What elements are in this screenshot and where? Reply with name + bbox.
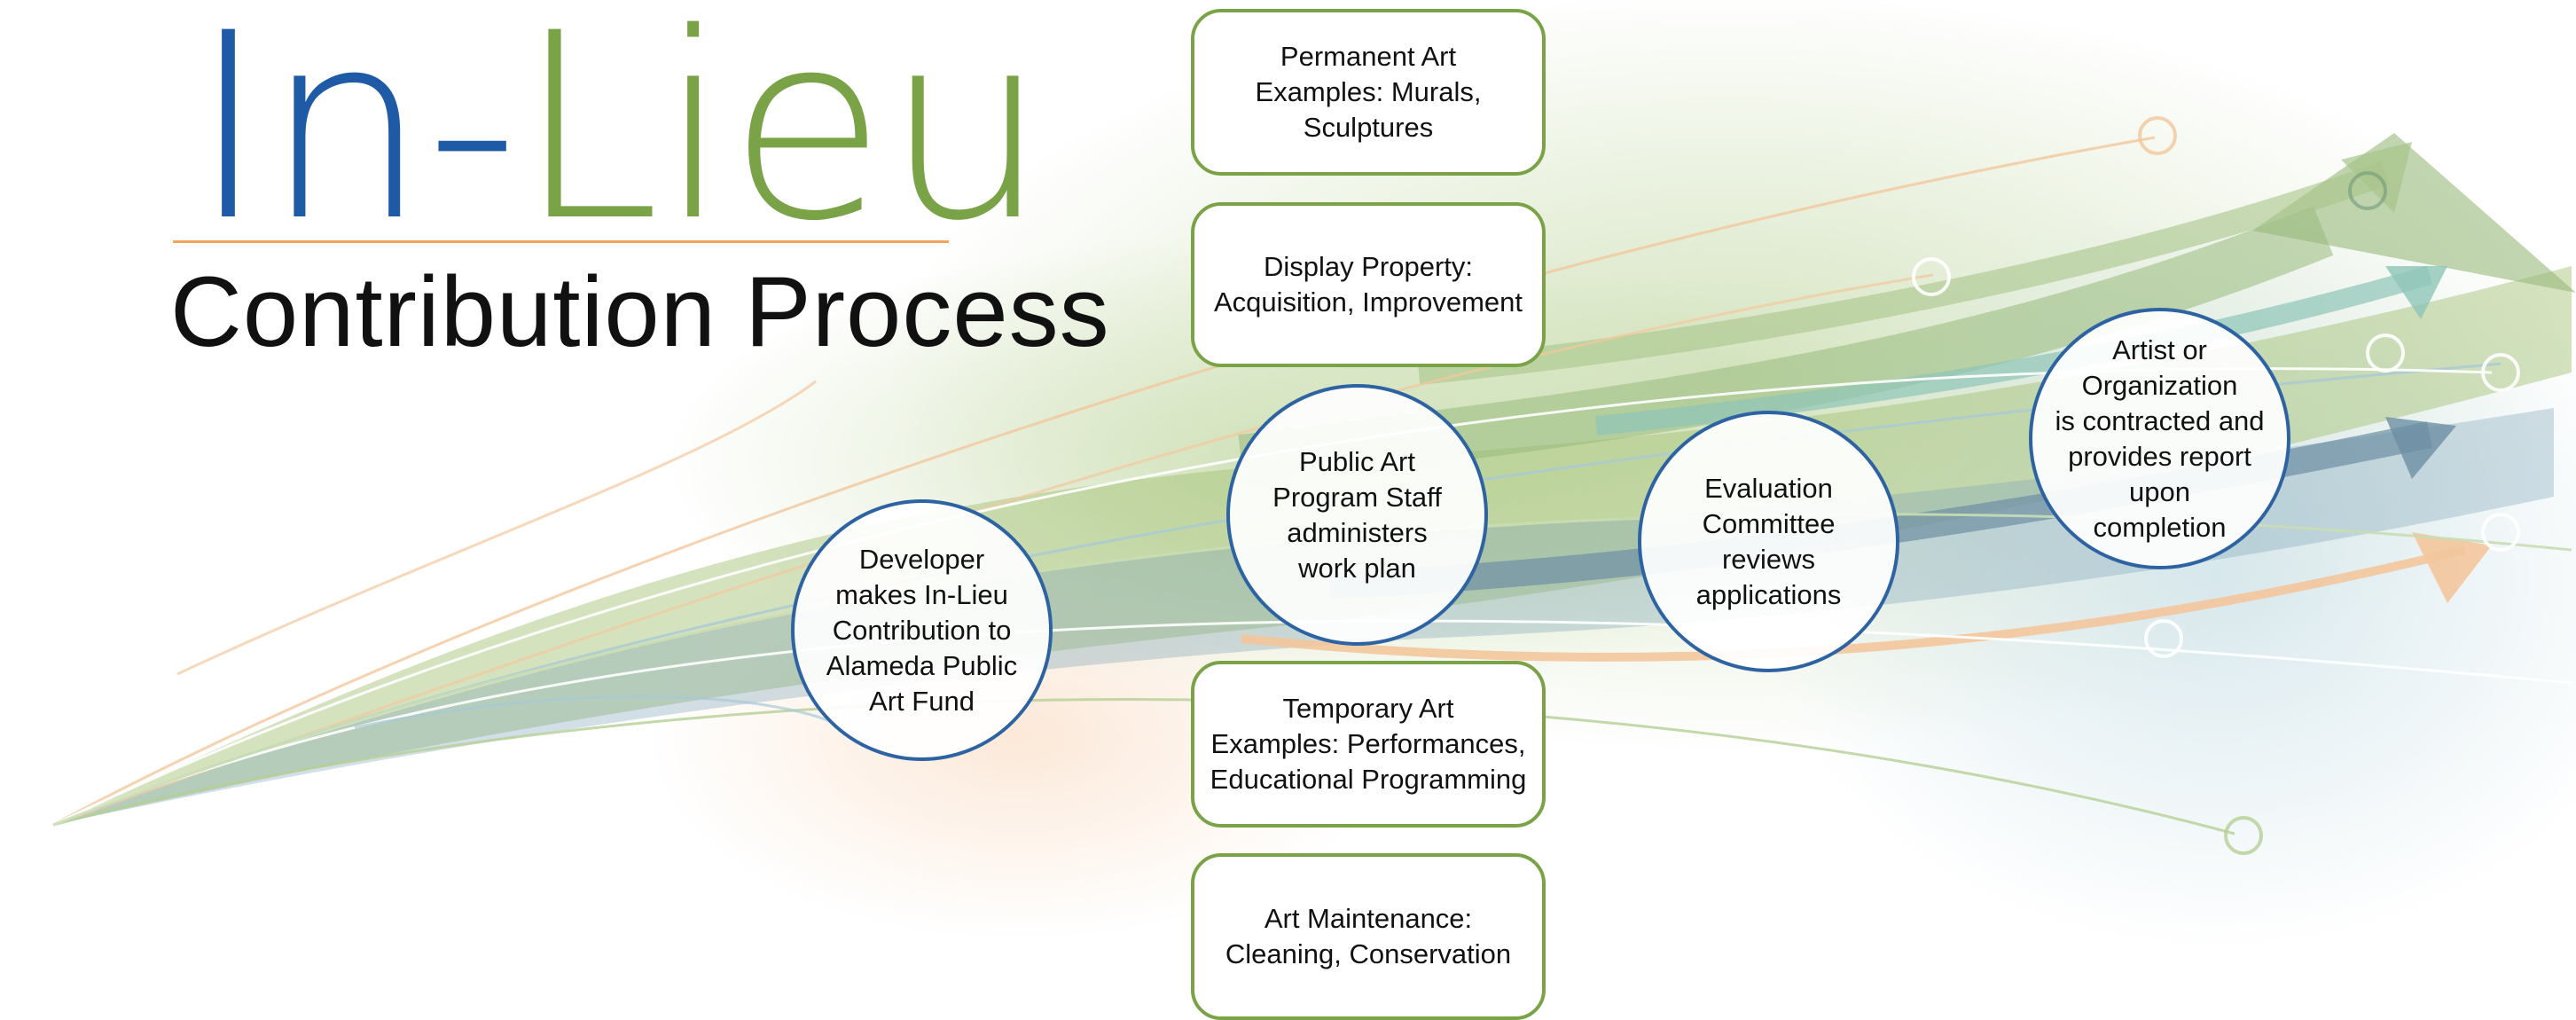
step-circle-artist: Artist or Organization is contracted and…: [2029, 308, 2290, 569]
title-part-lieu: Lieu: [516, 0, 1047, 278]
title-divider: [173, 240, 949, 243]
page-subtitle: Contribution Process: [170, 256, 1110, 367]
title-part-in: In-: [191, 0, 519, 278]
use-box-art-maintenance: Art Maintenance: Cleaning, Conservation: [1191, 853, 1546, 1020]
use-box-temporary-art: Temporary Art Examples: Performances, Ed…: [1191, 661, 1546, 828]
step-circle-evaluation: Evaluation Committee reviews application…: [1638, 411, 1899, 672]
use-box-permanent-art: Permanent Art Examples: Murals, Sculptur…: [1191, 9, 1546, 176]
page-title: In-Lieu: [191, 0, 1047, 257]
step-circle-staff: Public Art Program Staff administers wor…: [1226, 384, 1488, 646]
step-circle-developer: Developer makes In-Lieu Contribution to …: [791, 499, 1053, 761]
use-box-display-property: Display Property: Acquisition, Improveme…: [1191, 202, 1546, 367]
